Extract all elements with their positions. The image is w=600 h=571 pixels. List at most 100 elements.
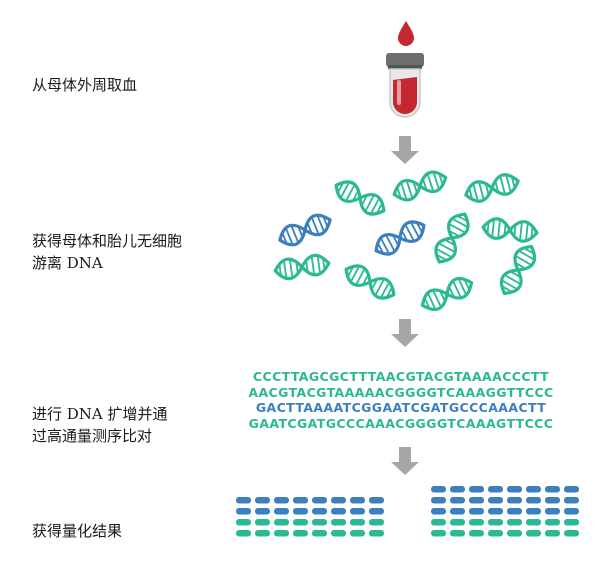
result-pill [507,497,522,504]
result-pill [236,508,251,515]
result-pill [488,530,503,537]
result-pill [369,497,384,504]
result-pill [545,497,560,504]
result-pill [526,519,541,526]
dna-helix-icon [494,240,542,300]
dna-helix-icon [416,272,478,316]
result-pill [507,486,522,493]
result-pill [431,508,446,515]
result-pill [293,497,308,504]
result-pill [526,508,541,515]
result-pill [526,486,541,493]
result-pill [312,530,327,537]
result-pill [293,530,308,537]
step-label-sequencing: 进行 DNA 扩增并通 过高通量测序比对 [32,405,168,445]
step-label-cell-free-dna: 获得母体和胎儿无细胞 游离 DNA [32,232,183,272]
sequence-reads: CCCTTAGCGCTTTAACGTACGTAAAACCCTT AACGTACG… [226,369,576,431]
result-pill [431,497,446,504]
result-pill [293,508,308,515]
result-pill [331,497,346,504]
result-pill [331,519,346,526]
dna-helix-icon [272,251,332,283]
result-pill [488,497,503,504]
result-pill [331,530,346,537]
result-pill [431,530,446,537]
result-pill [369,530,384,537]
result-pill [369,508,384,515]
result-pill [431,486,446,493]
result-pill [526,497,541,504]
result-pill [369,519,384,526]
result-pill [469,530,484,537]
result-pill [450,486,465,493]
sequence-read: GACTTAAAATCGGAATCGATGCCCAAACTT [255,400,547,415]
result-pill [274,508,289,515]
result-pill [331,508,346,515]
result-block-right [431,486,579,537]
blood-drop-icon [398,21,414,46]
result-pill [469,497,484,504]
result-pill [564,497,579,504]
result-pill [350,530,365,537]
result-pill [488,519,503,526]
dna-fragment-cluster [272,166,542,316]
result-pill [350,508,365,515]
result-pill [450,508,465,515]
result-pill [469,508,484,515]
down-arrow-icon [391,136,419,164]
result-pill [507,519,522,526]
result-pill [545,519,560,526]
result-pill [469,486,484,493]
result-pill [274,530,289,537]
result-pill [507,508,522,515]
result-pill [350,497,365,504]
dna-helix-icon [339,259,401,305]
result-pill [450,530,465,537]
result-pill [236,497,251,504]
dna-helix-icon [274,209,336,251]
result-pill [488,486,503,493]
down-arrow-icon [391,447,419,475]
result-pill [469,519,484,526]
sequence-read: AACGTACGTAAAAACGGGGTCAAAGGTTCCC [248,384,554,400]
blood-test-tube-icon [386,53,424,118]
result-pill [255,508,270,515]
result-pill [312,508,327,515]
result-pill [255,497,270,504]
dna-helix-icon [329,175,391,221]
dna-helix-icon [461,169,523,207]
sequence-read: CCCTTAGCGCTTTAACGTACGTAAAACCCTT [252,369,550,384]
result-block-left [236,497,384,537]
result-pill [274,519,289,526]
result-pill [564,519,579,526]
result-pill [488,508,503,515]
result-pill [545,508,560,515]
result-pill [450,497,465,504]
result-pill [255,530,270,537]
result-pill [545,530,560,537]
step-label-draw-blood: 从母体外周取血 [32,76,138,94]
result-pill [236,530,251,537]
result-pill [564,486,579,493]
step-label-quantified-results: 获得量化结果 [32,522,123,540]
result-pill [545,486,560,493]
result-pill [236,519,251,526]
down-arrow-icon [391,319,419,347]
dna-helix-icon [369,215,431,261]
result-pill [564,508,579,515]
result-pill [312,519,327,526]
result-pill [312,497,327,504]
result-pill [526,530,541,537]
result-pill [450,519,465,526]
result-pill [507,530,522,537]
result-pill [431,519,446,526]
result-pill [564,530,579,537]
result-pill [255,519,270,526]
result-pill [350,519,365,526]
sequence-read: GAATCGATGCCCAAACGGGGTCAAAGTTCCC [248,415,554,431]
dna-helix-icon [389,166,451,206]
result-pill [274,497,289,504]
dna-helix-icon [480,215,540,245]
result-pill [293,519,308,526]
